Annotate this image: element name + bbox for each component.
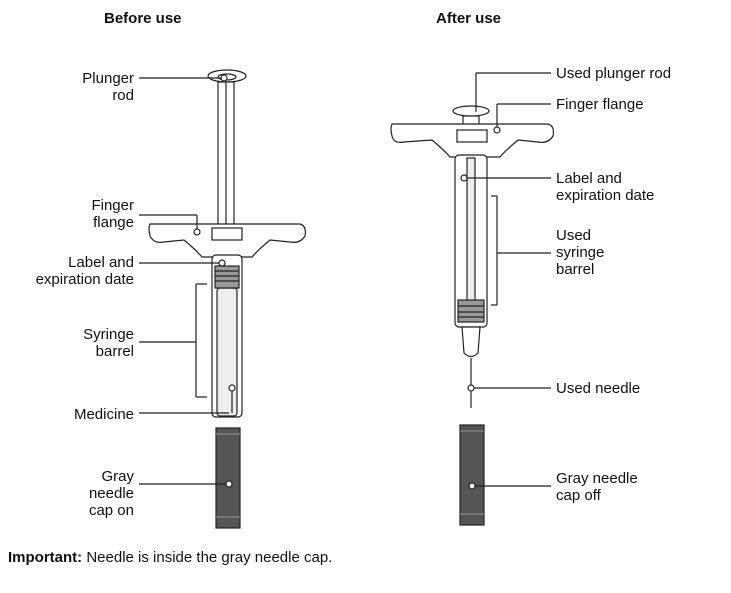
after-callouts — [460, 72, 551, 490]
after-stopper — [457, 299, 485, 323]
before-needle-cap — [215, 427, 241, 529]
before-plunger-pad-inner — [217, 73, 237, 81]
label-used-needle: Used needle — [556, 380, 641, 397]
before-syringe — [148, 69, 307, 529]
important-note-text: Needle is inside the gray needle cap. — [82, 549, 333, 566]
label-medicine: Medicine — [73, 406, 134, 423]
label-finger-flange-after: Finger flange — [556, 96, 644, 113]
before-medicine — [216, 287, 238, 417]
label-syringe-barrel: Syringe barrel — [83, 326, 134, 360]
label-needle-cap-on: Gray needle cap on — [88, 468, 134, 519]
important-note-bold: Important: — [8, 549, 83, 566]
after-syringe — [390, 105, 555, 526]
after-use-heading: After use — [436, 10, 502, 27]
important-note: Important: Needle is inside the gray nee… — [8, 549, 332, 566]
label-expiration-after: Label and expiration date — [556, 170, 655, 204]
before-use-heading: Before use — [104, 10, 182, 27]
label-plunger-rod: Plunger rod — [82, 70, 134, 104]
label-finger-flange-before: Finger flange — [91, 197, 134, 231]
before-callouts — [139, 74, 236, 488]
after-plunger-pad — [452, 105, 490, 117]
after-needle-cap — [459, 424, 485, 526]
label-used-plunger-rod: Used plunger rod — [556, 65, 672, 82]
label-needle-cap-off: Gray needle cap off — [556, 470, 638, 504]
label-expiration-before: Label and expiration date — [35, 254, 134, 288]
label-used-syringe-barrel: Used syringe barrel — [556, 227, 605, 278]
after-hub — [461, 326, 481, 358]
before-stopper — [214, 265, 240, 289]
